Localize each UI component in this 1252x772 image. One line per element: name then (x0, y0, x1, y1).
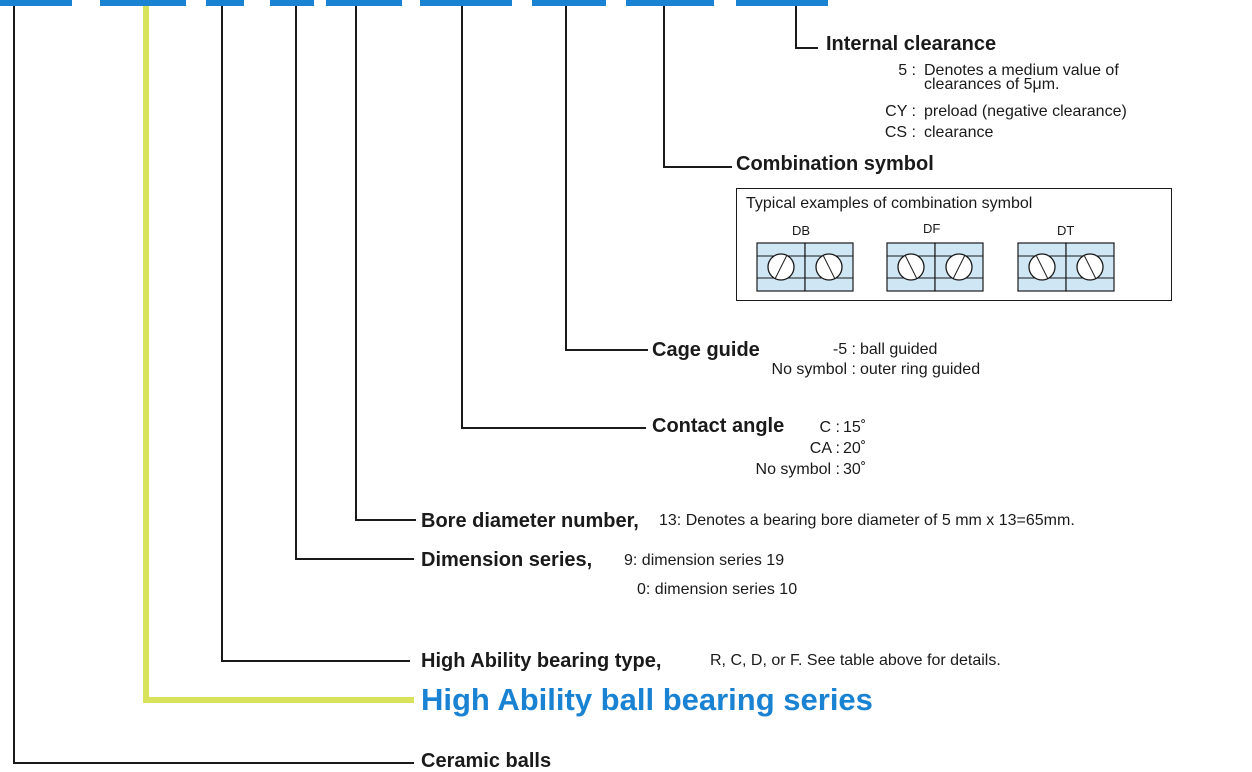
combination-label-dt: DT (1057, 223, 1075, 238)
leader-cage-guide (565, 6, 648, 351)
contact-angle-code-ca: CA : (809, 440, 840, 457)
code-segments (0, 0, 828, 6)
cage-guide-heading: Cage guide (652, 339, 760, 361)
combination-label-db: DB (792, 223, 811, 238)
bearing-type-text: R, C, D, or F. See table above for detai… (710, 652, 1001, 669)
leader-contact-angle (461, 6, 646, 429)
bearing-pair-db (756, 242, 854, 292)
code-segment-type (206, 0, 244, 6)
clearance-code-cs: CS : (884, 124, 916, 141)
dimension-text-0: 0: dimension series 10 (637, 581, 798, 598)
contact-angle-code-c: C : (819, 419, 840, 436)
bearing-type-heading: High Ability bearing type, (421, 650, 662, 672)
dimension-text-9: 9: dimension series 19 (624, 552, 785, 569)
leader-combination (663, 6, 732, 168)
clearance-text-5-cont: clearances of 5μm. (924, 76, 1060, 93)
combination-heading: Combination symbol (736, 153, 934, 175)
bore-heading: Bore diameter number, (421, 510, 639, 532)
contact-angle-value-none: 30˚ (843, 461, 867, 478)
cage-guide-text-none: outer ring guided (860, 361, 981, 378)
clearance-text-5: Denotes a medium value of (924, 62, 1119, 79)
code-segment-bore (326, 0, 402, 6)
dimension-heading: Dimension series, (421, 549, 593, 571)
clearance-text-cs: clearance (924, 124, 994, 141)
leader-ceramic (13, 6, 414, 764)
leader-bore (355, 6, 416, 521)
code-segment-combination (626, 0, 714, 6)
code-segment-contact-angle (420, 0, 512, 6)
code-segment-series (100, 0, 186, 6)
contact-angle-value-ca: 20˚ (843, 440, 867, 457)
leader-type (221, 6, 410, 662)
clearance-code-5: 5 : (898, 62, 916, 79)
clearance-text-cy: preload (negative clearance) (924, 103, 1127, 120)
contact-angle-code-none: No symbol : (755, 461, 840, 478)
code-segment-clearance (736, 0, 828, 6)
bearing-pair-df (886, 242, 984, 292)
code-segment-dimension (270, 0, 314, 6)
series-heading: High Ability ball bearing series (421, 682, 873, 717)
ceramic-heading: Ceramic balls (421, 750, 552, 772)
leader-series (143, 6, 414, 703)
code-segment-ceramic (0, 0, 72, 6)
contact-angle-value-c: 15˚ (843, 419, 867, 436)
cage-guide-code-none: No symbol : (771, 361, 856, 378)
combination-examples-box (736, 188, 1172, 301)
leader-clearance (795, 6, 818, 49)
cage-guide-text-5: ball guided (860, 341, 938, 358)
combination-box-title: Typical examples of combination symbol (746, 195, 1033, 212)
clearance-code-cy: CY : (885, 103, 916, 120)
internal-clearance-heading: Internal clearance (826, 33, 997, 55)
bore-text: 13: Denotes a bearing bore diameter of 5… (659, 512, 1075, 529)
code-segment-cage-guide (532, 0, 606, 6)
cage-guide-code-5: -5 : (832, 341, 856, 358)
leader-dimension (295, 6, 414, 560)
contact-angle-heading: Contact angle (652, 415, 785, 437)
combination-label-df: DF (923, 221, 941, 236)
bearing-pair-dt (1017, 242, 1115, 292)
